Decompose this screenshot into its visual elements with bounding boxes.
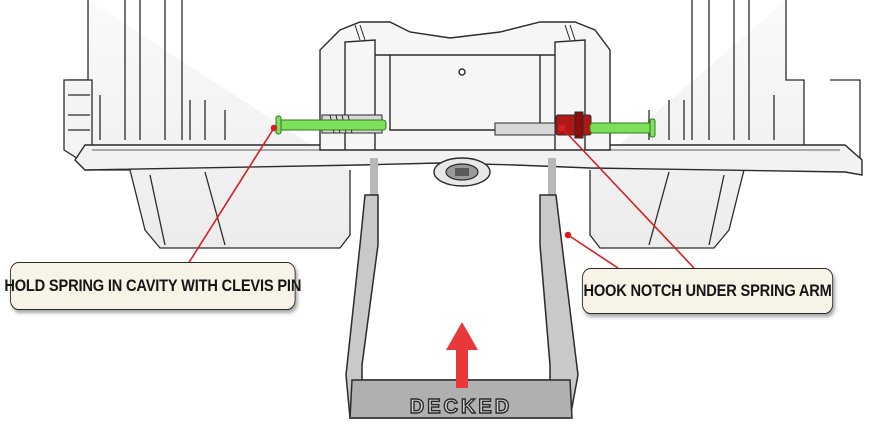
callout-hook-notch: HOOK NOTCH UNDER SPRING ARM — [582, 268, 834, 314]
push-arrow — [446, 322, 478, 388]
right-clevis-pin — [589, 118, 656, 138]
center-housing — [319, 21, 611, 151]
center-latch — [433, 157, 491, 187]
pull-handle — [345, 158, 579, 419]
handle-logo: DECKED — [410, 396, 512, 418]
clevis-pin — [275, 115, 387, 135]
callout-hook-notch-text: HOOK NOTCH UNDER SPRING ARM — [583, 281, 832, 300]
leader-lines — [187, 124, 695, 269]
callout-clevis-pin: HOLD SPRING IN CAVITY WITH CLEVIS PIN — [4, 262, 301, 310]
callout-clevis-pin-text: HOLD SPRING IN CAVITY WITH CLEVIS PIN — [4, 276, 302, 295]
left-side-bracket — [63, 79, 93, 161]
